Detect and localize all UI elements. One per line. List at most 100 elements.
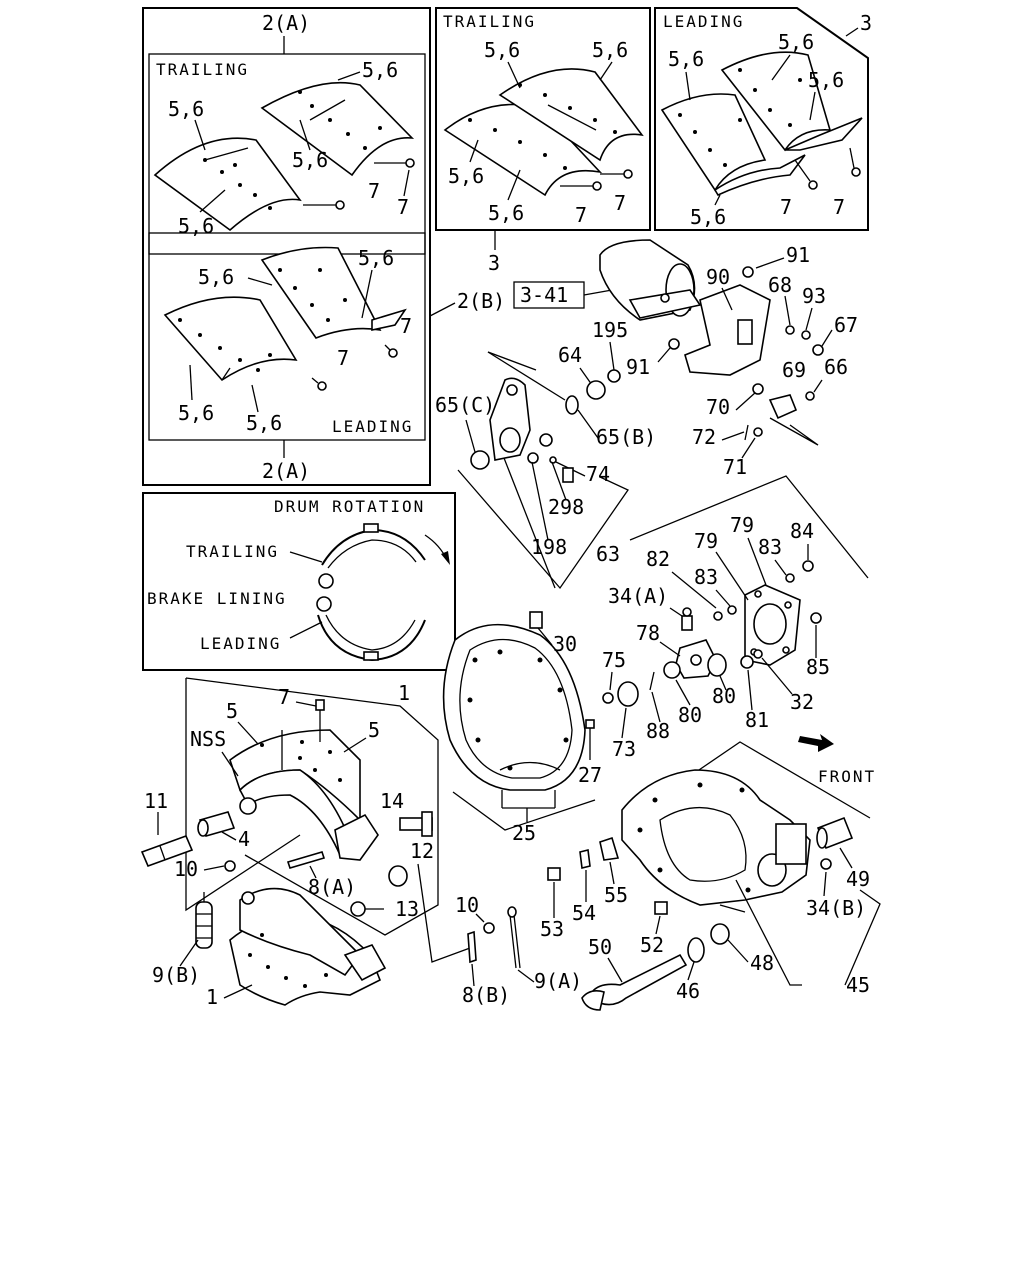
callout-27: 27 [578,763,602,787]
callout-85: 85 [806,655,830,679]
callout-71: 71 [723,455,747,479]
callout-s3-7a: 7 [575,203,587,227]
callout-55: 55 [604,883,628,907]
brake-lining-pair-leading-3 [660,51,863,197]
callout-9b: 9(B) [152,963,200,987]
callout-48: 48 [750,951,774,975]
callout-70: 70 [706,395,730,419]
brake-lining-pair-trailing-2a [153,81,415,232]
callout-s2-top: 5,6 [198,265,234,289]
box-trailing-lining-3 [435,7,651,231]
clevis [768,394,798,420]
callout-83-a: 83 [758,535,782,559]
return-spring-9b [195,892,213,949]
roller-pin-8a [286,851,326,869]
callout-30: 30 [553,632,577,656]
callout-91-b: 91 [626,355,650,379]
return-spring-9a [507,906,521,969]
callout-68: 68 [768,273,792,297]
brake-lining-pair-trailing-3 [443,68,644,197]
label-drum-rotation: DRUM ROTATION [274,497,425,516]
callout-s3-c: 5,6 [448,164,484,188]
callout-5-a: 5 [226,699,238,723]
callout-81: 81 [745,708,769,732]
callout-52: 52 [640,933,664,957]
callout-s3-b: 5,6 [592,38,628,62]
callout-84: 84 [790,519,814,543]
label-trailing-3: TRAILING [443,12,536,31]
callout-83-b: 83 [694,565,718,589]
callout-s4-7b: 7 [833,195,845,219]
callout-2a-top: 2(A) [262,11,310,35]
callout-s1-mid: 5,6 [292,148,328,172]
callout-1-top: 1 [398,681,410,705]
callout-2b: 2(B) [457,289,505,313]
callout-10-a: 10 [174,857,198,881]
callout-nss: NSS [190,727,226,751]
callout-73: 73 [612,737,636,761]
callout-75: 75 [602,648,626,672]
callout-s4-a: 5,6 [668,47,704,71]
grease-nipple [681,607,693,631]
box-leading-lining-3 [654,7,869,231]
callout-79-a: 79 [694,529,718,553]
callout-s4-c: 5,6 [808,68,844,92]
callout-s4-d: 5,6 [690,205,726,229]
callout-63: 63 [596,542,620,566]
callout-65c: 65(C) [435,393,495,417]
callout-3-41: 3-41 [520,283,568,307]
callout-5-b: 5 [368,718,380,742]
callout-32: 32 [790,690,814,714]
slack-adjuster-plate [744,584,801,666]
callout-45: 45 [846,973,870,997]
callout-12: 12 [410,839,434,863]
box-drum-rotation-legend [142,492,456,671]
callout-67: 67 [834,313,858,337]
drum-rotation-shoe-diagram [316,523,450,662]
brake-shoe-lower [229,887,387,1006]
callout-79-b: 79 [730,513,754,537]
anchor-pin-11 [140,834,194,868]
callout-7: 7 [278,685,290,709]
callout-s1-left: 5,6 [168,97,204,121]
callout-3-top: 3 [860,11,872,35]
callout-69: 69 [782,358,806,382]
label-front: FRONT [818,767,876,786]
legend-leading: LEADING [200,634,281,653]
legend-trailing: TRAILING [186,542,279,561]
callout-46: 46 [676,979,700,1003]
anchor-pin-14 [399,811,433,837]
callout-54: 54 [572,901,596,925]
callout-8b: 8(B) [462,983,510,1007]
callout-s3-d: 5,6 [488,201,524,225]
callout-65b: 65(B) [596,425,656,449]
legend-brake-lining: BRAKE LINING [147,589,287,608]
callout-1-bottom: 1 [206,985,218,1009]
callout-34a: 34(A) [608,584,668,608]
callout-2a-bottom: 2(A) [262,459,310,483]
bushing-4 [197,811,236,837]
callout-66: 66 [824,355,848,379]
callout-9a: 9(A) [534,969,582,993]
callout-64: 64 [558,343,582,367]
box-2a-frame [142,7,431,486]
callout-s1-top: 5,6 [362,58,398,82]
camshaft-bracket [489,377,531,461]
label-leading-3: LEADING [663,12,744,31]
callout-80-a: 80 [712,684,736,708]
bushing-49 [816,816,854,850]
callout-s3-a: 5,6 [484,38,520,62]
callout-49: 49 [846,867,870,891]
callout-10-b: 10 [455,893,479,917]
callout-3-bottom: 3 [488,251,500,275]
brake-chamber [599,239,702,321]
callout-s2-7a: 7 [400,314,412,338]
callout-72: 72 [692,425,716,449]
callout-50: 50 [588,935,612,959]
brake-shoe-upper [229,729,379,861]
callout-8a: 8(A) [308,875,356,899]
callout-93: 93 [802,284,826,308]
callout-74: 74 [586,462,610,486]
spider [621,769,811,906]
